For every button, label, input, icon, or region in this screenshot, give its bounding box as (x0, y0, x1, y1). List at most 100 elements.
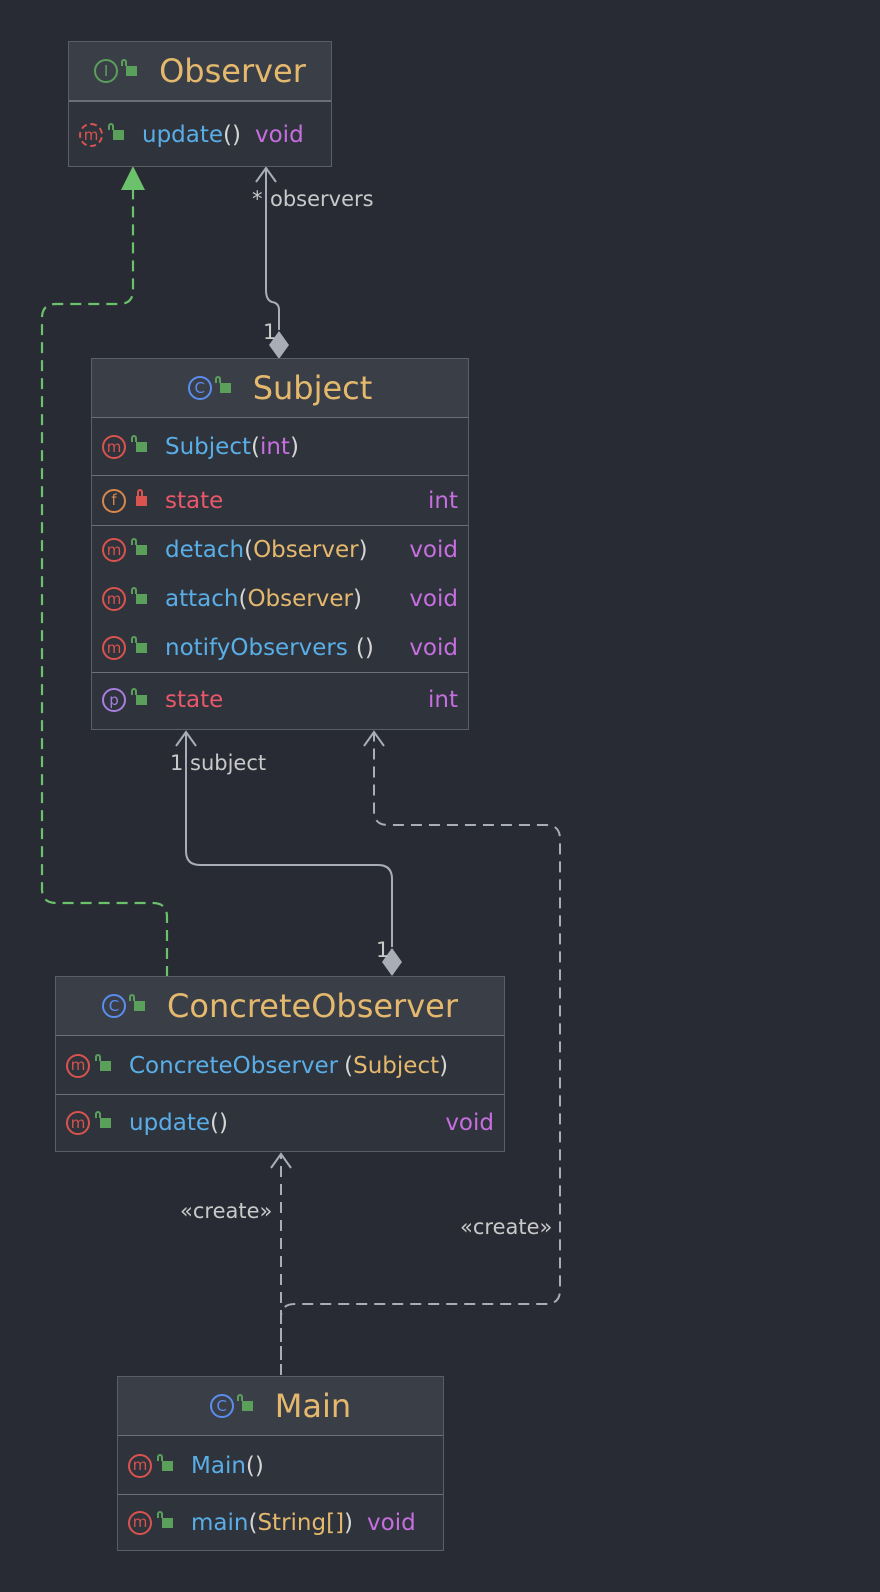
field-name: state (165, 487, 224, 514)
class-name: Main (274, 1387, 352, 1425)
paren-close: ) (352, 586, 362, 612)
class-icon: C (102, 994, 127, 1018)
create-right-label: «create» (460, 1215, 553, 1239)
subject-owner-multiplicity: 1 (376, 938, 390, 962)
return-type: void (367, 1509, 416, 1536)
public-lock-icon (236, 1394, 253, 1411)
method-row[interactable]: m update () void (56, 1094, 504, 1151)
param-type: Observer (247, 586, 353, 612)
paren-open: ( (250, 434, 260, 460)
method-row[interactable]: m main ( String[] ) void (118, 1494, 443, 1550)
paren-open: ( (238, 586, 248, 612)
return-type: void (409, 537, 458, 563)
method-row[interactable]: m notifyObservers () void (92, 623, 468, 672)
return-type: void (255, 122, 304, 148)
return-type: void (409, 586, 458, 612)
method-icon: m (102, 435, 126, 459)
property-type: int (428, 687, 458, 713)
interface-icon: I (94, 59, 119, 83)
return-type: void (409, 635, 458, 661)
observer-class-header[interactable]: I Observer (69, 42, 331, 101)
observers-owner-multiplicity: 1 (263, 320, 277, 344)
method-params: () (245, 1452, 264, 1479)
param-type: Observer (253, 537, 359, 563)
public-lock-icon (131, 688, 147, 705)
concrete-observer-class-box[interactable]: C ConcreteObserver m ConcreteObserver ( … (55, 976, 505, 1152)
private-lock-icon (136, 488, 147, 506)
public-lock-icon (157, 1510, 173, 1528)
public-lock-icon (95, 1053, 111, 1071)
param-type: String[] (257, 1509, 345, 1536)
paren-open: ( (248, 1509, 258, 1536)
public-lock-icon (131, 538, 147, 555)
subject-association-edge (185, 732, 393, 947)
field-row[interactable]: f state int (92, 475, 468, 525)
public-lock-icon (157, 1453, 173, 1471)
class-icon: C (209, 1394, 234, 1418)
realization-arrowhead (121, 166, 145, 190)
realization-edge (40, 188, 169, 977)
method-params: () (210, 1110, 228, 1136)
paren-open: ( (244, 537, 254, 563)
public-lock-icon (131, 636, 147, 653)
subject-role-label: subject (190, 751, 267, 775)
param-type: Subject (353, 1052, 440, 1079)
method-name: notifyObservers (165, 635, 348, 661)
constructor-row[interactable]: m Main () (118, 1436, 443, 1494)
method-icon: m (102, 587, 126, 611)
subject-class-box[interactable]: C Subject m Subject ( int ) f state int … (91, 358, 469, 730)
public-lock-icon (214, 376, 231, 393)
method-params: () (355, 635, 374, 661)
method-icon: m (66, 1111, 90, 1135)
method-name: main (191, 1509, 249, 1536)
observers-arrowhead (255, 166, 277, 183)
method-name: detach (165, 537, 245, 563)
property-row[interactable]: p state int (92, 672, 468, 727)
method-icon: m (128, 1453, 152, 1478)
constructor-row[interactable]: m ConcreteObserver ( Subject ) (56, 1036, 504, 1094)
constructor-name: ConcreteObserver (129, 1052, 339, 1079)
create-subject-edge (280, 732, 561, 1360)
class-name: Subject (252, 369, 373, 407)
method-name: update (129, 1110, 211, 1136)
constructor-row[interactable]: m Subject ( int ) (92, 418, 468, 475)
subject-arrowhead (175, 730, 197, 747)
method-name: update (142, 122, 224, 148)
observer-class-box[interactable]: I Observer m update () void (68, 41, 332, 167)
method-row[interactable]: m attach ( Observer ) void (92, 574, 468, 623)
abstract-method-icon: m (79, 123, 103, 147)
method-icon: m (102, 538, 126, 562)
class-name: Observer (159, 52, 306, 90)
public-lock-icon (129, 994, 146, 1011)
property-icon: p (102, 688, 126, 712)
create-concrete-arrowhead (270, 1152, 292, 1169)
main-class-box[interactable]: C Main m Main () m main ( String[] ) voi… (117, 1376, 444, 1551)
method-row[interactable]: m update () void (69, 101, 331, 168)
subject-diamond (382, 948, 402, 976)
paren-close: ) (344, 1509, 354, 1536)
create-left-label: «create» (180, 1199, 273, 1223)
observers-association-edge (265, 168, 280, 330)
paren-close: ) (439, 1052, 449, 1079)
field-type: int (428, 487, 458, 514)
paren-open: ( (344, 1052, 354, 1079)
observers-role-label: observers (270, 187, 374, 211)
method-row[interactable]: m detach ( Observer ) void (92, 525, 468, 574)
method-name: attach (165, 586, 239, 612)
observers-diamond (269, 331, 289, 359)
main-class-header[interactable]: C Main (118, 1377, 443, 1436)
public-lock-icon (108, 123, 124, 140)
return-type: void (445, 1110, 494, 1136)
method-icon: m (128, 1510, 152, 1535)
param-type: int (259, 434, 290, 460)
concrete-observer-class-header[interactable]: C ConcreteObserver (56, 977, 504, 1036)
public-lock-icon (95, 1111, 111, 1128)
method-params: () (223, 122, 241, 148)
subject-class-header[interactable]: C Subject (92, 359, 468, 418)
public-lock-icon (121, 59, 138, 76)
observers-multiplicity: * (252, 187, 263, 211)
public-lock-icon (131, 435, 147, 452)
constructor-name: Main (191, 1452, 246, 1479)
paren-close: ) (289, 434, 299, 460)
